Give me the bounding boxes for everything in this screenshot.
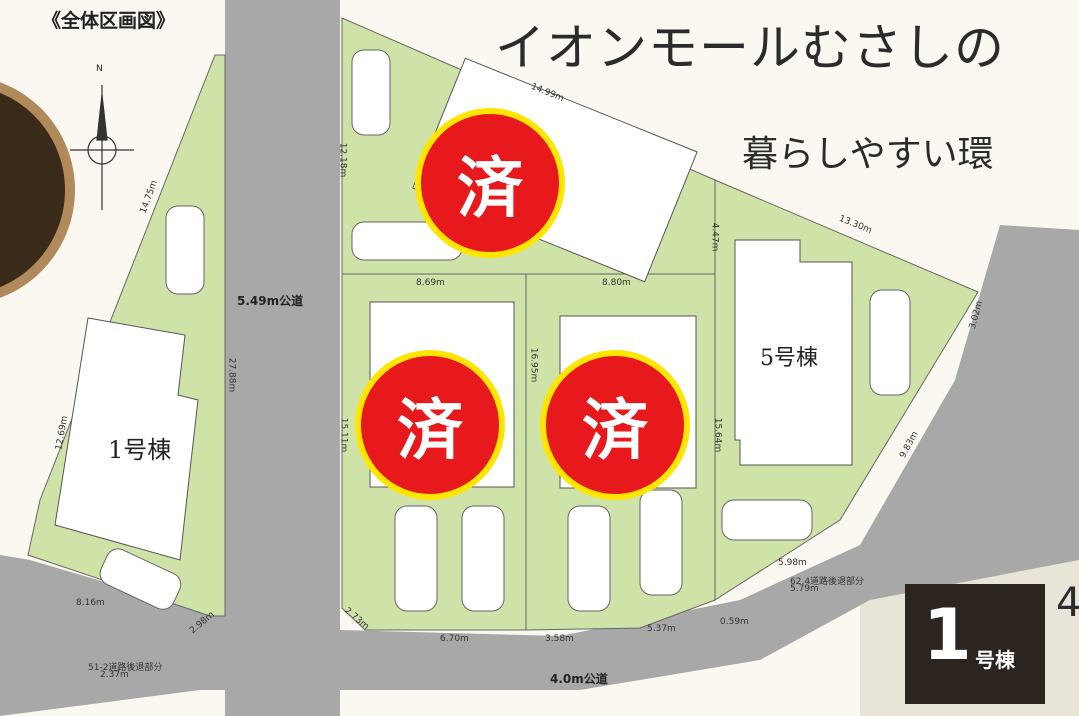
compass-north-label: N [96,64,103,74]
building-5 [734,239,853,466]
dim-059: 0.59m [720,617,749,627]
decorative-circle [0,82,75,298]
setback-512-value: 2.37m [100,670,129,680]
lot-extra-digit: 4 [1056,580,1079,626]
dim-1564: 15.64m [712,417,723,453]
setback-512-label: 51-2道路後退部分 [88,663,163,673]
house-5-label: 5号棟 [760,346,818,371]
building-1 [54,317,199,561]
dim-869: 8.69m [416,278,445,288]
road-label-40: 4.0m公道 [550,672,608,686]
dim-537: 5.37m [647,624,676,634]
dim-1695: 16.95m [528,347,539,383]
dim-816: 8.16m [76,598,105,608]
sold-badge-lot3: 済 [540,350,690,500]
cars [99,49,911,612]
lot-box: 1 号棟 [905,584,1045,704]
setback-624-value: 5.79m [790,584,819,594]
sold-badge-lot2: 済 [355,350,505,500]
road-label-549: 5.49m公道 [237,294,304,308]
plan-label: 《全体区画図》 [40,6,178,33]
dim-447: 4.47m [709,222,720,252]
lot-box-number: 1 [923,594,972,676]
road-vertical [225,0,340,716]
dim-880: 8.80m [602,278,631,288]
dim-670: 6.70m [440,634,469,644]
dim-1511: 15.11m [338,417,349,453]
dim-598: 5.98m [778,558,807,568]
header-title: イオンモールむさしの [495,19,1005,77]
sold-badge-north: 済 [415,108,565,258]
dim-1218: 12.18m [337,142,348,178]
compass-icon [70,85,134,210]
header-subtitle: 暮らしやすい環 [742,134,994,175]
house-1-label: 1号棟 [108,436,172,464]
lot-box-suffix: 号棟 [975,648,1015,672]
setback-624-label: 62.4道路後退部分 [790,577,865,587]
dim-358: 3.58m [545,634,574,644]
road-curved [0,225,1079,716]
dim-2788: 27.88m [226,357,237,393]
